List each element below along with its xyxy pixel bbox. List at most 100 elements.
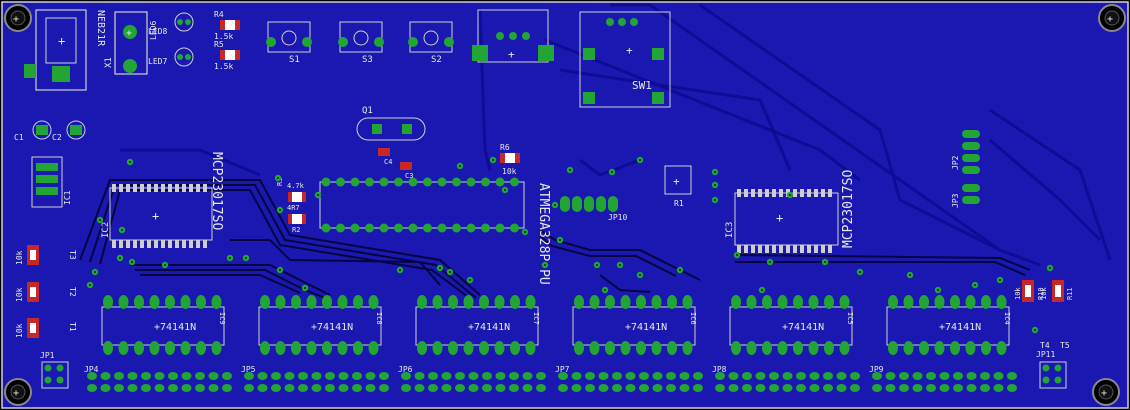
svg-text:X1: X1 <box>104 57 114 68</box>
ic2-pad <box>140 240 144 248</box>
ic3-pad <box>807 245 811 253</box>
driver-pin <box>919 341 929 355</box>
header-pin <box>796 384 806 392</box>
ic2-pad <box>182 240 186 248</box>
driver-pin <box>211 295 222 309</box>
header-label: JP4 <box>84 365 99 374</box>
svg-text:+: + <box>58 34 65 48</box>
driver-ic-ref: IC5 <box>846 312 854 325</box>
driver-pin <box>291 295 301 309</box>
driver-pin <box>510 341 520 355</box>
svg-text:S2: S2 <box>431 55 442 65</box>
header-label: JP9 <box>869 365 884 374</box>
svg-text:LED7: LED7 <box>148 57 167 66</box>
jp10-pin <box>572 196 582 212</box>
driver-pin <box>337 341 348 355</box>
atmega-pin <box>423 223 432 233</box>
via-drill <box>736 254 738 256</box>
driver-pin <box>180 341 191 355</box>
header-pin <box>536 384 546 392</box>
driver-pin <box>525 295 536 309</box>
header-pin <box>271 384 281 392</box>
driver-pin <box>636 341 646 355</box>
svg-text:T5: T5 <box>1060 341 1070 350</box>
header-pin <box>728 384 739 392</box>
driver-pin <box>353 341 363 355</box>
via-drill <box>789 194 791 196</box>
driver-pin <box>903 295 914 309</box>
driver-pin <box>667 341 677 355</box>
header-pin <box>809 384 820 392</box>
ic2-pad <box>203 240 207 248</box>
ic3-pad <box>793 245 797 253</box>
svg-text:+: + <box>1107 14 1113 25</box>
driver-ic-outline <box>101 306 225 346</box>
header-pin <box>782 384 793 392</box>
ic3-pad <box>737 189 741 197</box>
header-pin <box>836 372 847 380</box>
ic2-pad <box>168 184 172 192</box>
header-jp1: JP1 <box>40 351 69 389</box>
driver-pin <box>134 341 144 355</box>
driver-pin <box>291 341 301 355</box>
header-pin <box>222 384 232 392</box>
header-pin <box>872 372 882 380</box>
via-drill <box>859 271 861 273</box>
svg-text:10k: 10k <box>502 167 517 176</box>
header-pin <box>311 384 322 392</box>
via-drill <box>639 274 641 276</box>
svg-text:LED8: LED8 <box>148 27 167 36</box>
svg-text:LED6: LED6 <box>149 21 158 40</box>
header-jp10: JP10 <box>560 196 627 222</box>
svg-text:R11: R11 <box>1066 287 1074 300</box>
driver-pin <box>777 341 788 355</box>
header-pin <box>522 372 533 380</box>
driver-pin <box>448 295 458 309</box>
driver-pin <box>824 341 834 355</box>
resistors-r2-r3: 4.7k 4R7 R2 R3 <box>276 178 306 234</box>
header-pin <box>168 372 178 380</box>
header-pin <box>495 384 506 392</box>
header-pin <box>666 384 676 392</box>
header-pin <box>509 384 519 392</box>
svg-text:+: + <box>152 209 159 223</box>
ic3-pad <box>828 245 832 253</box>
header-pin <box>715 372 725 380</box>
via-drill <box>714 199 716 201</box>
header-pin <box>455 384 465 392</box>
driver-pin <box>479 295 489 309</box>
header-pin <box>141 384 151 392</box>
driver-pin <box>919 295 929 309</box>
transistors-right: 10k 10k R10 R11 T4 T5 JP11 <box>1014 280 1074 389</box>
svg-text:R2: R2 <box>292 226 300 234</box>
driver-pin <box>636 295 646 309</box>
driver-pin <box>448 341 458 355</box>
driver-pin <box>589 341 600 355</box>
atmega-pin <box>321 177 331 187</box>
svg-text:10k: 10k <box>15 323 24 338</box>
driver-pin <box>762 341 772 355</box>
driver-pin <box>196 341 206 355</box>
svg-text:S1: S1 <box>289 55 300 65</box>
header-pin <box>652 384 663 392</box>
driver-pin <box>793 295 803 309</box>
atmega-pin <box>379 177 389 187</box>
driver-pin <box>903 341 914 355</box>
atmega-pin <box>365 177 374 187</box>
header-pin <box>926 384 936 392</box>
atmega-pin <box>481 223 490 233</box>
header-pin <box>612 372 622 380</box>
ic2-pad <box>175 184 179 192</box>
via-drill <box>604 289 606 291</box>
driver-pin <box>605 295 615 309</box>
io-expander-ic3: + MCP23017SO IC3 <box>725 170 856 253</box>
header-pin <box>298 384 308 392</box>
ic2-pad <box>189 240 193 248</box>
header-pin <box>365 372 376 380</box>
via-drill <box>229 257 231 259</box>
driver-ic-label: +74141N <box>782 322 824 333</box>
svg-text:IC1: IC1 <box>63 190 72 205</box>
driver-pin <box>417 295 427 309</box>
header-pin <box>325 384 335 392</box>
driver-ic-row: +74141NIC9JP4+74141NIC8JP5+74141NIC7JP6+… <box>84 295 1017 392</box>
